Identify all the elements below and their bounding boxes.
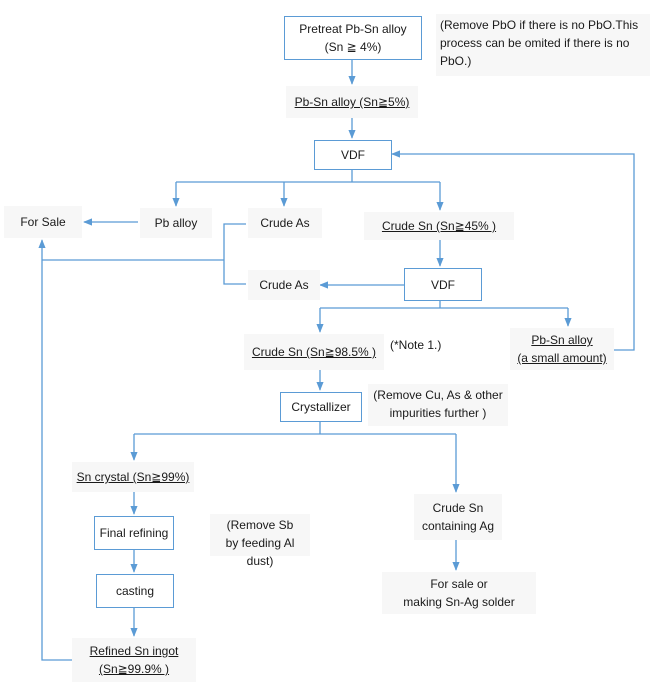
note-1-label: (*Note 1.) [390,338,442,352]
node-final-refining: Final refining [94,516,174,550]
node-for-sale: For Sale [4,206,82,238]
edge-vdf1-split [176,170,440,183]
note-remove-sb-line2: by feeding Al dust) [225,536,295,568]
note-remove-cu-line1: (Remove Cu, As & other [373,388,503,402]
edge-ingot-loop [38,239,72,661]
node-pretreat-line2: (Sn ≧ 4%) [324,40,382,54]
node-final-refining-label: Final refining [99,526,169,540]
note-remove-sb-line1: (Remove Sb [226,518,294,532]
node-vdf-2-label: VDF [431,277,455,292]
node-crude-sn-45-label: Crude Sn (Sn≧45% ) [381,219,497,233]
note-pbo-line2: process can be omited if there is no [440,36,630,50]
node-casting: casting [96,574,174,608]
node-sn-crystal-label: Sn crystal (Sn≧99%) [76,470,190,484]
node-crude-sn-45: Crude Sn (Sn≧45% ) [364,212,514,240]
node-pbsn-small: Pb-Sn alloy (a small amount) [510,328,614,370]
node-crystallizer-label: Crystallizer [291,400,351,414]
node-crude-sn-985-label: Crude Sn (Sn≧98.5% ) [251,345,377,359]
edge-crudeas1-loop [223,223,246,285]
note-pbo-line1: (Remove PbO if there is no PbO.This [440,18,639,32]
edge-crystallizer-split [134,422,456,435]
node-crude-sn-985: Crude Sn (Sn≧98.5% ) [244,334,384,370]
note-remove-cu: (Remove Cu, As & other impurities furthe… [368,384,508,426]
note-1: (*Note 1.) [386,334,458,356]
node-for-sale-solder: For sale or making Sn-Ag solder [382,572,536,614]
edge-pbsnsmall-to-vdf1 [391,150,635,351]
node-for-sale-solder-line2: making Sn-Ag solder [403,595,515,609]
node-pretreat: Pretreat Pb-Sn alloy (Sn ≧ 4%) [284,16,422,60]
node-crude-as-2: Crude As [248,270,320,300]
node-pbsn-small-line2: (a small amount) [517,351,607,365]
node-for-sale-solder-line1: For sale or [430,577,488,591]
note-remove-sb: (Remove Sb by feeding Al dust) [210,514,310,568]
node-pbsn-alloy-label: Pb-Sn alloy (Sn≧5%) [294,95,410,109]
node-pbsn-small-line1: Pb-Sn alloy [531,333,593,347]
node-crude-sn-ag-line1: Crude Sn [432,501,484,515]
node-refined-ingot-line2: (Sn≧99.9% ) [98,662,170,676]
node-vdf-1-label: VDF [341,148,365,162]
node-pb-alloy: Pb alloy [140,208,212,238]
edge-vdf2-split [320,301,568,309]
node-crude-as-1-label: Crude As [260,216,310,230]
node-sn-crystal: Sn crystal (Sn≧99%) [72,462,194,492]
node-crystallizer: Crystallizer [280,392,362,422]
node-vdf-1: VDF [314,140,392,170]
node-for-sale-label: For Sale [20,215,66,229]
node-pb-alloy-label: Pb alloy [154,216,198,230]
note-remove-cu-line2: impurities further ) [389,406,487,420]
note-pbo-line3: PbO.) [440,54,472,68]
node-refined-ingot-line1: Refined Sn ingot [89,644,179,658]
node-pbsn-alloy: Pb-Sn alloy (Sn≧5%) [286,86,418,118]
node-casting-label: casting [115,584,155,598]
node-refined-ingot: Refined Sn ingot (Sn≧99.9% ) [72,638,196,682]
node-vdf-2: VDF [404,268,482,301]
node-crude-as-1: Crude As [248,208,322,238]
note-pbo: (Remove PbO if there is no PbO.This proc… [436,14,650,76]
node-pretreat-line1: Pretreat Pb-Sn alloy [299,22,407,36]
node-crude-sn-ag: Crude Sn containing Ag [414,494,502,540]
node-crude-as-2-label: Crude As [259,278,309,292]
node-crude-sn-ag-line2: containing Ag [421,519,495,533]
